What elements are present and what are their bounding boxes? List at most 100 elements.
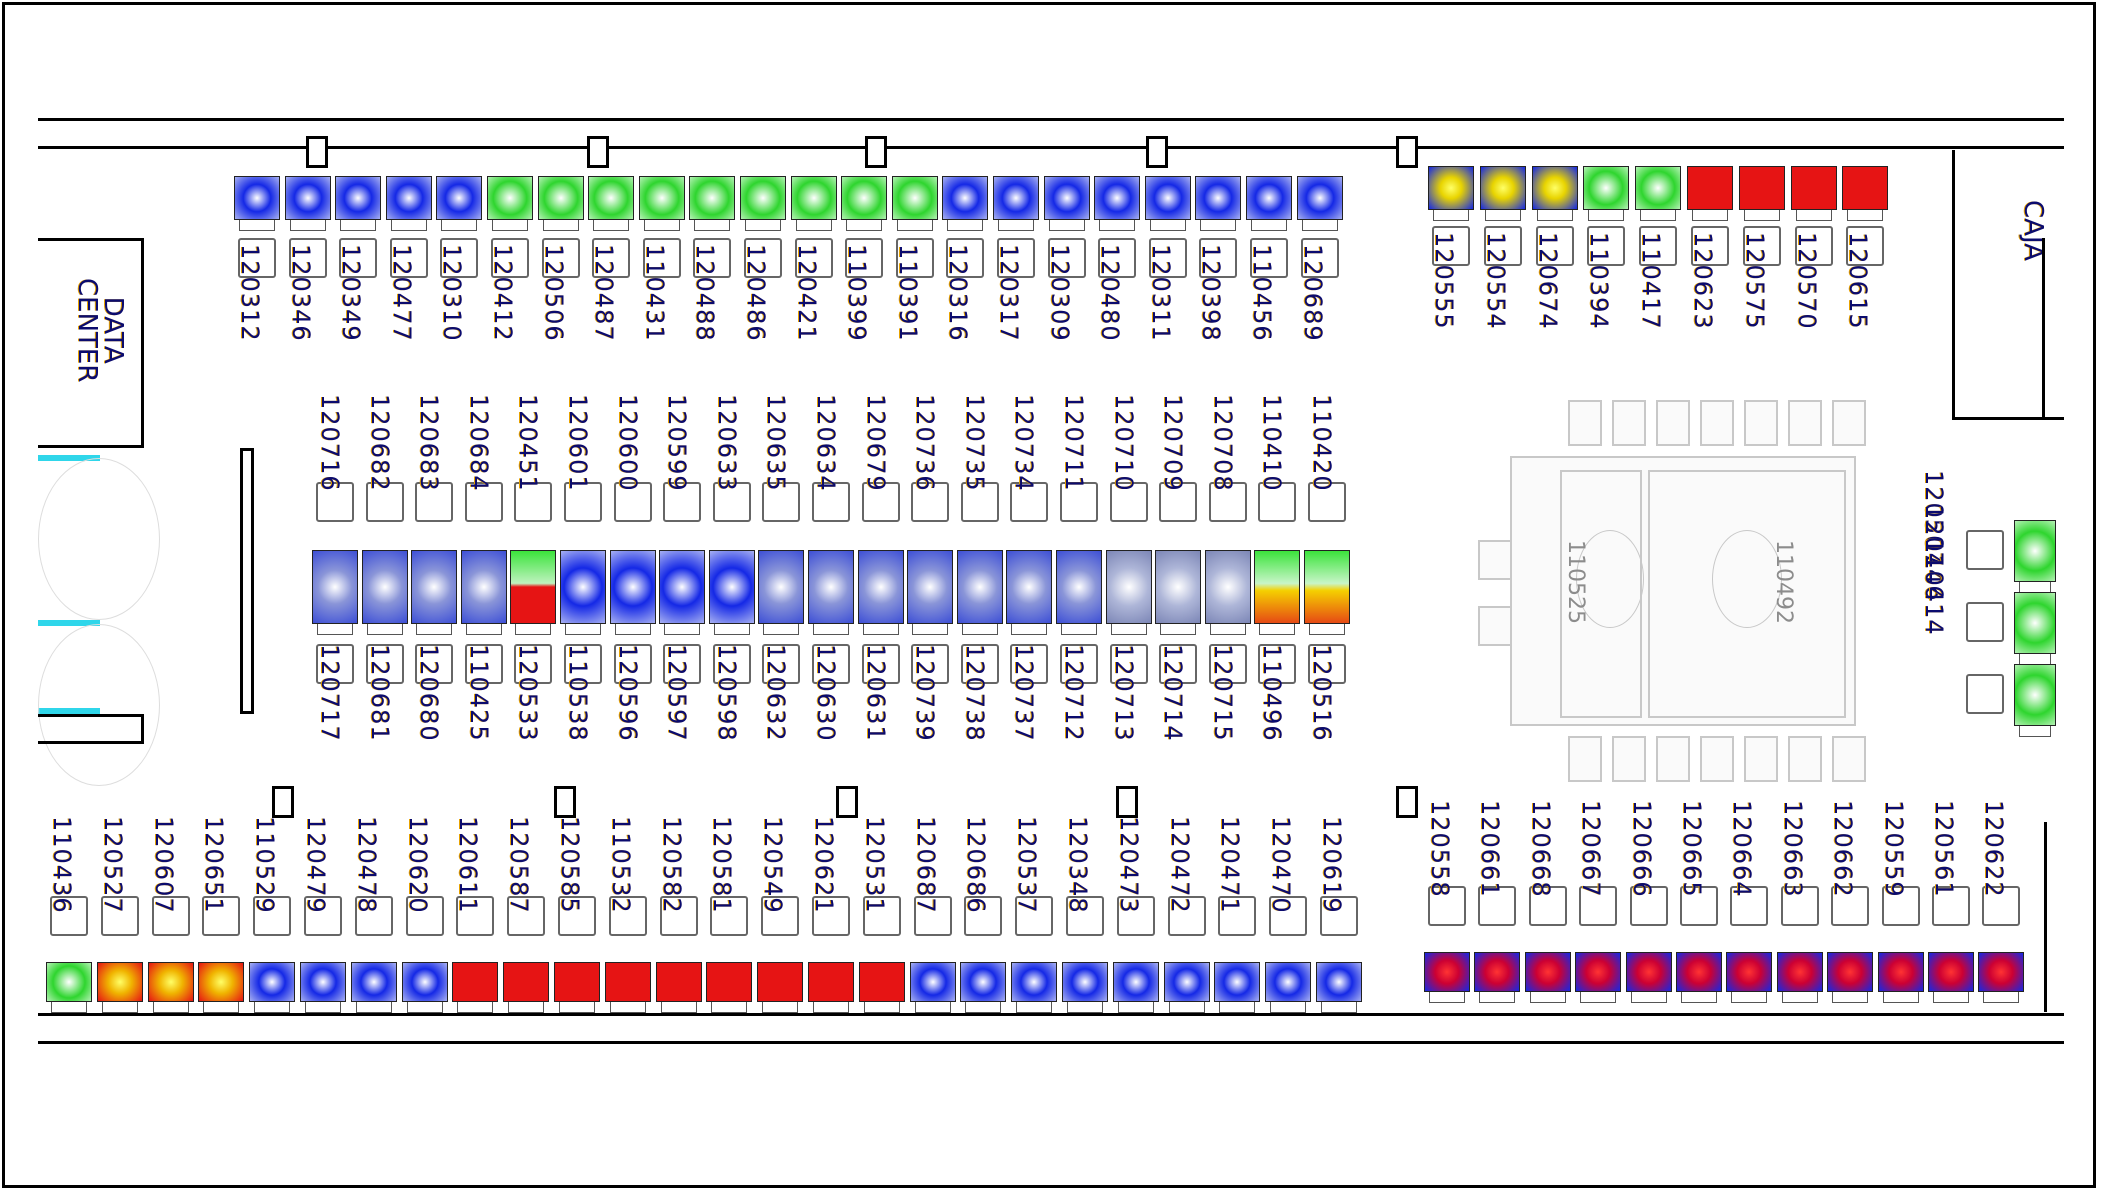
desk-seat[interactable] bbox=[1316, 962, 1362, 1013]
desk-seat[interactable] bbox=[1144, 176, 1191, 231]
caja-room[interactable] bbox=[1952, 150, 2064, 420]
desk-chair[interactable] bbox=[1794, 226, 1833, 266]
island-chair-top[interactable] bbox=[1208, 482, 1247, 522]
island-chair-bottom[interactable] bbox=[1308, 644, 1346, 684]
desk-chair[interactable] bbox=[997, 238, 1035, 278]
desk-chair[interactable] bbox=[238, 238, 276, 278]
conference-chair[interactable] bbox=[1744, 400, 1778, 446]
conference-chair[interactable] bbox=[1788, 400, 1822, 446]
desk-chair[interactable] bbox=[541, 238, 580, 278]
desk-seat[interactable] bbox=[452, 962, 499, 1013]
desk-seat[interactable] bbox=[858, 962, 905, 1013]
island-chair-bottom[interactable] bbox=[514, 644, 553, 684]
desk-chair[interactable] bbox=[288, 238, 327, 278]
desk-seat[interactable] bbox=[1296, 176, 1343, 231]
island-chair-top[interactable] bbox=[960, 482, 999, 522]
island-seat[interactable] bbox=[808, 550, 854, 635]
conference-chair[interactable] bbox=[1832, 400, 1866, 446]
island-chair-top[interactable] bbox=[762, 482, 801, 522]
island-seat[interactable] bbox=[1105, 550, 1152, 635]
desk-chair[interactable] bbox=[253, 896, 292, 936]
desk-seat[interactable] bbox=[1575, 952, 1622, 1003]
conference-chair[interactable] bbox=[1700, 736, 1734, 782]
desk-chair[interactable] bbox=[1269, 896, 1308, 936]
desk-chair[interactable] bbox=[50, 896, 88, 936]
desk-chair[interactable] bbox=[1730, 886, 1769, 926]
island-chair-top[interactable] bbox=[861, 482, 900, 522]
desk-seat[interactable] bbox=[1474, 952, 1521, 1003]
island-chair-top[interactable] bbox=[564, 482, 602, 522]
desk-chair[interactable] bbox=[1742, 226, 1781, 266]
desk-seat[interactable] bbox=[1726, 952, 1773, 1003]
wall-seat[interactable] bbox=[2014, 664, 2056, 737]
desk-chair[interactable] bbox=[1680, 886, 1718, 926]
desk-seat[interactable] bbox=[1424, 952, 1470, 1003]
desk-seat[interactable] bbox=[1842, 166, 1889, 221]
desk-seat[interactable] bbox=[790, 176, 837, 231]
desk-seat[interactable] bbox=[1738, 166, 1785, 221]
desk-chair[interactable] bbox=[151, 896, 190, 936]
desk-seat[interactable] bbox=[1479, 166, 1526, 221]
desk-chair[interactable] bbox=[1881, 886, 1920, 926]
conference-chair[interactable] bbox=[1478, 606, 1512, 646]
desk-chair[interactable] bbox=[100, 896, 139, 936]
island-chair-bottom[interactable] bbox=[415, 644, 454, 684]
desk-chair[interactable] bbox=[1428, 886, 1466, 926]
island-chair-bottom[interactable] bbox=[712, 644, 751, 684]
desk-seat[interactable] bbox=[1195, 176, 1242, 231]
desk-chair[interactable] bbox=[1116, 896, 1155, 936]
desk-seat[interactable] bbox=[487, 176, 533, 231]
island-chair-bottom[interactable] bbox=[1258, 644, 1297, 684]
conference-chair[interactable] bbox=[1700, 400, 1734, 446]
island-chair-top[interactable] bbox=[1159, 482, 1198, 522]
island-seat[interactable] bbox=[1204, 550, 1251, 635]
conference-chair[interactable] bbox=[1832, 736, 1866, 782]
desk-seat[interactable] bbox=[554, 962, 600, 1013]
desk-chair[interactable] bbox=[693, 238, 732, 278]
desk-seat[interactable] bbox=[1112, 962, 1159, 1013]
desk-chair[interactable] bbox=[1148, 238, 1187, 278]
desk-seat[interactable] bbox=[1011, 962, 1058, 1013]
island-seat[interactable] bbox=[460, 550, 507, 635]
desk-seat[interactable] bbox=[385, 176, 432, 231]
island-seat[interactable] bbox=[560, 550, 606, 635]
desk-chair[interactable] bbox=[405, 896, 444, 936]
desk-chair[interactable] bbox=[339, 238, 378, 278]
desk-chair[interactable] bbox=[895, 238, 934, 278]
wall-chair[interactable] bbox=[1966, 674, 2004, 714]
desk-seat[interactable] bbox=[96, 962, 143, 1013]
island-chair-top[interactable] bbox=[1109, 482, 1148, 522]
island-chair-top[interactable] bbox=[1010, 482, 1049, 522]
wall-chair[interactable] bbox=[1966, 530, 2004, 570]
island-chair-top[interactable] bbox=[514, 482, 553, 522]
desk-chair[interactable] bbox=[608, 896, 647, 936]
desk-chair[interactable] bbox=[558, 896, 596, 936]
desk-seat[interactable] bbox=[350, 962, 397, 1013]
desk-seat[interactable] bbox=[1978, 952, 2025, 1003]
conference-chair[interactable] bbox=[1612, 400, 1646, 446]
desk-seat[interactable] bbox=[1687, 166, 1733, 221]
desk-chair[interactable] bbox=[1015, 896, 1054, 936]
desk-seat[interactable] bbox=[1428, 166, 1474, 221]
island-chair-top[interactable] bbox=[613, 482, 652, 522]
island-seat[interactable] bbox=[1006, 550, 1053, 635]
island-chair-bottom[interactable] bbox=[861, 644, 900, 684]
desk-seat[interactable] bbox=[993, 176, 1039, 231]
desk-chair[interactable] bbox=[862, 896, 901, 936]
island-seat[interactable] bbox=[857, 550, 904, 635]
desk-chair[interactable] bbox=[1300, 238, 1339, 278]
desk-seat[interactable] bbox=[1062, 962, 1108, 1013]
desk-chair[interactable] bbox=[1579, 886, 1618, 926]
desk-chair[interactable] bbox=[1982, 886, 2021, 926]
desk-seat[interactable] bbox=[335, 176, 382, 231]
island-chair-bottom[interactable] bbox=[564, 644, 602, 684]
island-chair-top[interactable] bbox=[712, 482, 751, 522]
island-chair-top[interactable] bbox=[1308, 482, 1346, 522]
desk-chair[interactable] bbox=[845, 238, 884, 278]
desk-seat[interactable] bbox=[1776, 952, 1823, 1003]
desk-chair[interactable] bbox=[1478, 886, 1517, 926]
desk-chair[interactable] bbox=[1780, 886, 1819, 926]
data-center-room[interactable] bbox=[38, 238, 144, 448]
desk-seat[interactable] bbox=[1214, 962, 1261, 1013]
desk-chair[interactable] bbox=[946, 238, 985, 278]
